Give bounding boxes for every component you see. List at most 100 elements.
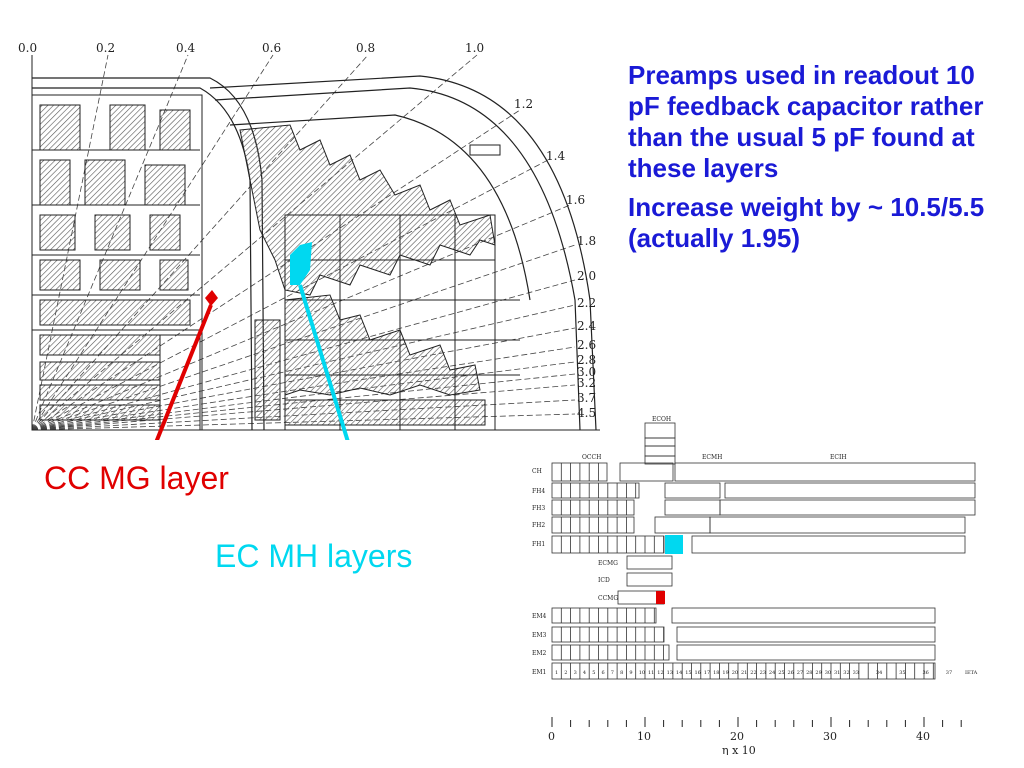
svg-text:FH1: FH1 — [532, 541, 545, 548]
eta-axis-label: η x 10 — [722, 744, 756, 755]
eta-label: 1.6 — [566, 193, 585, 207]
em1-number: 18 — [713, 670, 719, 676]
svg-text:ECMG: ECMG — [598, 560, 618, 567]
svg-text:20: 20 — [730, 730, 744, 743]
em1-number: 16 — [695, 670, 701, 676]
eta-label: 1.2 — [514, 97, 533, 111]
eta-label: 1.0 — [465, 41, 484, 55]
svg-text:FH4: FH4 — [532, 488, 545, 495]
em1-number: 12 — [657, 670, 663, 676]
em1-number: 3 — [574, 670, 577, 676]
svg-text:EM2: EM2 — [532, 650, 547, 657]
eta-label: 0.6 — [262, 41, 281, 55]
eta-label: 2.8 — [577, 353, 596, 367]
svg-text:30: 30 — [823, 730, 837, 743]
em1-number: 37 — [946, 670, 952, 676]
bullet-preamps: Preamps used in readout 10 pF feedback c… — [628, 60, 984, 183]
em1-number: 9 — [629, 670, 632, 676]
svg-text:EM4: EM4 — [532, 613, 547, 620]
svg-text:FH2: FH2 — [532, 522, 545, 529]
cc-mg-arrow — [154, 304, 213, 440]
em1-number: 15 — [685, 670, 691, 676]
em1-number: 21 — [741, 670, 747, 676]
em1-number: 28 — [806, 670, 812, 676]
em1-number: 36 — [923, 670, 929, 676]
em1-number: 13 — [667, 670, 673, 676]
eta-label: 4.5 — [577, 406, 596, 420]
eta-label: 0.8 — [356, 41, 375, 55]
endcap-outline — [284, 144, 520, 431]
endcap-calorimeter — [239, 124, 496, 426]
em1-number: 31 — [834, 670, 840, 676]
eta-label: 2.2 — [577, 296, 596, 310]
ieta-label: IETA — [965, 670, 978, 676]
em1-number: 35 — [899, 670, 905, 676]
em1-number: 11 — [648, 670, 654, 676]
em1-number: 25 — [778, 670, 784, 676]
em1-number: 10 — [639, 670, 645, 676]
em1-number: 32 — [843, 670, 849, 676]
svg-text:EM3: EM3 — [532, 632, 547, 639]
eta-label: 0.2 — [96, 41, 115, 55]
row-labels: CH FH4 FH3 FH2 FH1 ECMG ICD CCMG EM4 EM3… — [532, 468, 618, 676]
eta-label: 1.8 — [577, 234, 596, 248]
svg-text:10: 10 — [637, 730, 651, 743]
section-labels: ECOH OCCH ECMH ECIH — [582, 416, 847, 461]
em1-number: 7 — [611, 670, 614, 676]
svg-text:EM1: EM1 — [532, 669, 546, 676]
axis-lines — [31, 55, 600, 431]
em1-number: 24 — [769, 670, 775, 676]
svg-text:ECMH: ECMH — [702, 454, 722, 461]
svg-text:ECOH: ECOH — [652, 416, 671, 423]
solenoid-arcs — [32, 75, 597, 431]
top-eta-labels: 0.0 0.2 0.4 0.6 0.8 1.0 — [18, 41, 484, 55]
em1-number: 6 — [602, 670, 605, 676]
explanation-text: Preamps used in readout 10 pF feedback c… — [628, 60, 1008, 262]
svg-text:ECIH: ECIH — [830, 454, 847, 461]
eta-axis-ticks: 0 10 20 30 40 — [548, 730, 930, 743]
em1-number: 33 — [853, 670, 859, 676]
em1-number: 8 — [620, 670, 623, 676]
em1-number: 4 — [583, 670, 586, 676]
eta-axis — [551, 717, 962, 727]
eta-label: 3.2 — [577, 376, 596, 390]
ec-mh-arrow — [298, 284, 350, 440]
cc-mg-grid-cell — [656, 591, 665, 604]
eta-label: 1.4 — [546, 149, 565, 163]
em1-number: 29 — [815, 670, 821, 676]
em1-number: 30 — [825, 670, 831, 676]
right-eta-labels: 1.2 1.4 1.6 1.8 2.0 2.2 2.4 2.6 2.8 3.0 … — [514, 97, 596, 420]
em1-number: 20 — [732, 670, 738, 676]
em1-number: 1 — [555, 670, 558, 676]
em1-number: 34 — [876, 670, 882, 676]
eta-label: 3.7 — [577, 391, 596, 405]
eta-label: 2.6 — [577, 338, 596, 352]
em1-number: 14 — [676, 670, 682, 676]
em1-number: 2 — [564, 670, 567, 676]
eta-label: 3.0 — [577, 365, 596, 379]
svg-text:CCMG: CCMG — [598, 595, 618, 602]
em1-number: 19 — [722, 670, 728, 676]
ec-mh-highlight — [290, 242, 312, 285]
eta-label: 2.0 — [577, 269, 596, 283]
eta-label: 0.0 — [18, 41, 37, 55]
bullet-weight: Increase weight by ~ 10.5/5.5 (actually … — [628, 192, 985, 253]
cc-mg-label: CC MG layer — [44, 460, 229, 496]
em1-number: 23 — [760, 670, 766, 676]
em1-number: 17 — [704, 670, 710, 676]
eta-label: 2.4 — [577, 319, 596, 333]
ec-mh-grid-cell — [665, 535, 683, 554]
cc-mg-highlight — [205, 290, 218, 306]
detector-cross-section: 0.0 0.2 0.4 0.6 0.8 1.0 1.2 1.4 1.6 1.8 … — [18, 41, 600, 440]
svg-text:ICD: ICD — [598, 577, 610, 584]
layer-eta-grid: ECOH OCCH ECMH ECIH CH FH4 FH3 FH2 FH1 E… — [532, 416, 978, 755]
svg-text:0: 0 — [548, 730, 555, 743]
svg-text:FH3: FH3 — [532, 505, 545, 512]
em1-number: 5 — [592, 670, 595, 676]
svg-text:OCCH: OCCH — [582, 454, 601, 461]
em1-number: 22 — [750, 670, 756, 676]
svg-text:CH: CH — [532, 468, 542, 475]
ec-mh-label: EC MH layers — [215, 538, 413, 574]
em1-number: 27 — [797, 670, 803, 676]
